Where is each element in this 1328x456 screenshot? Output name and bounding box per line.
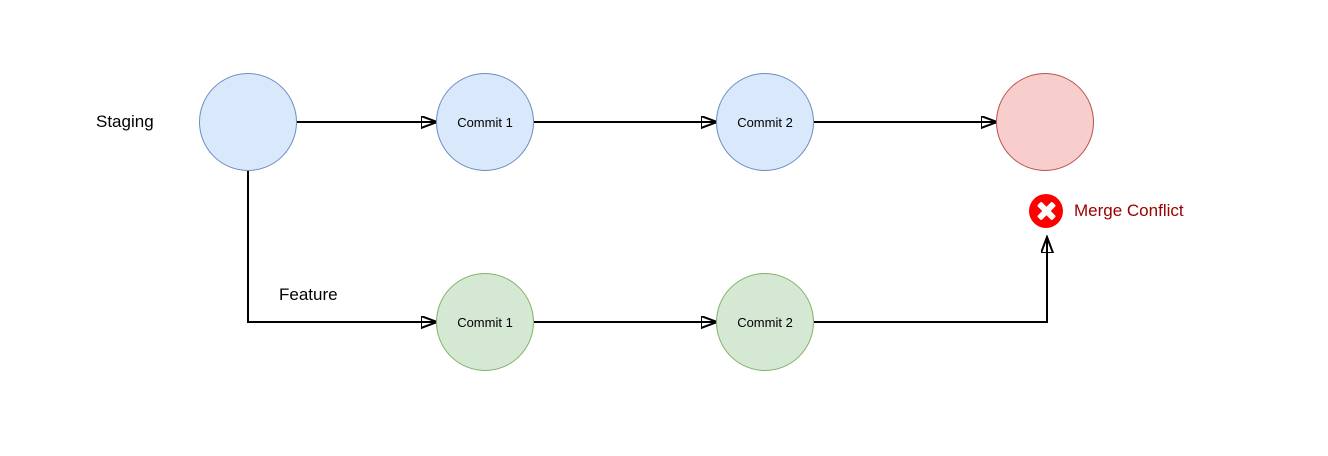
feature-commit2-node: Commit 2 — [716, 273, 814, 371]
node-label: Commit 2 — [737, 114, 793, 130]
feature-branch-label: Feature — [279, 285, 338, 304]
error-x-icon — [1029, 194, 1063, 228]
edge-feature-commit2-to-conflict — [814, 238, 1047, 323]
staging-commit2-node: Commit 2 — [716, 73, 814, 171]
node-label: Commit 2 — [737, 314, 793, 330]
feature-commit1-node: Commit 1 — [436, 273, 534, 371]
staging-merge-conflict-node — [996, 73, 1094, 171]
merge-conflict-label: Merge Conflict — [1074, 201, 1184, 220]
node-label: Commit 1 — [457, 114, 513, 130]
edge-branch-to-feature-commit1 — [247, 171, 436, 322]
staging-root-node — [199, 73, 297, 171]
staging-branch-label: Staging — [96, 112, 154, 131]
node-label: Commit 1 — [457, 314, 513, 330]
staging-commit1-node: Commit 1 — [436, 73, 534, 171]
